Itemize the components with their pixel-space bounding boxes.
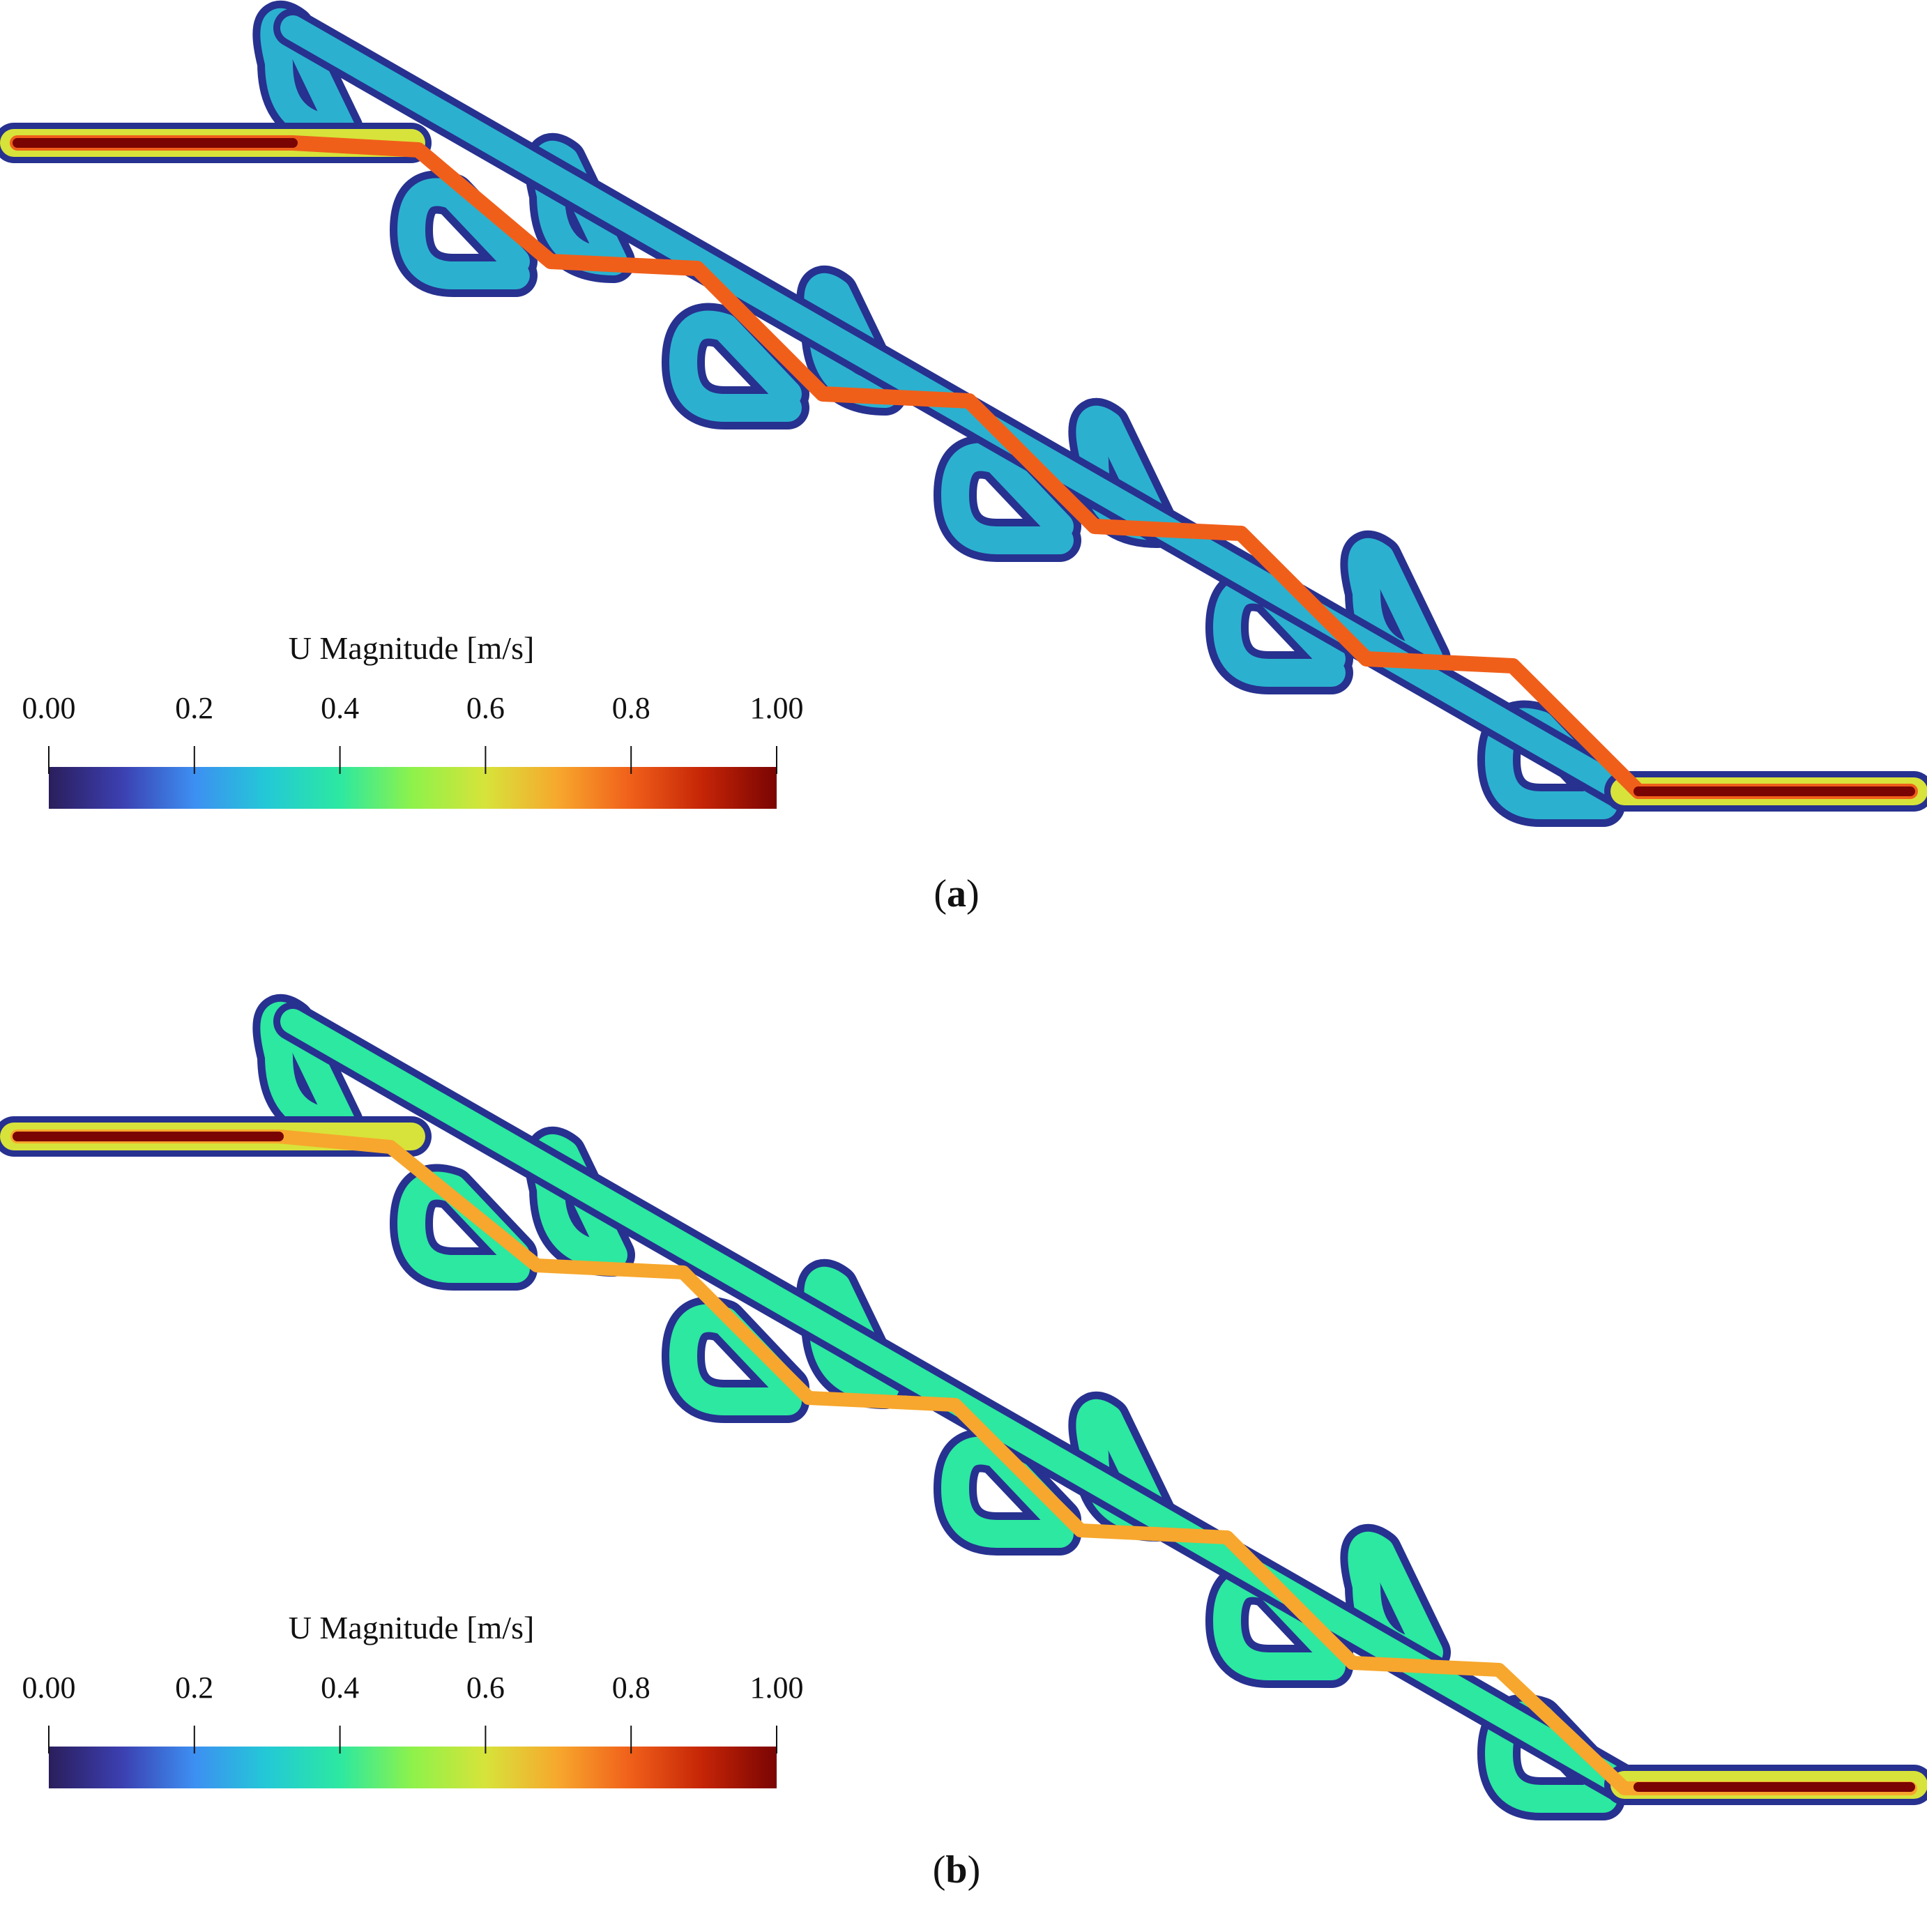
colorbar-b: U Magnitude [m/s] 0.00 0.2 0.4 0.6 0.8 1.00 [22, 1610, 804, 1788]
channel-geometry [0, 1, 1927, 827]
colorbar-a: U Magnitude [m/s] 0.00 0.2 0.4 0.6 0.8 1.00 [22, 630, 804, 809]
colorbar-tick-label: 1.00 [750, 1671, 804, 1705]
lower-lobes [390, 1164, 1625, 1820]
colorbar-title: U Magnitude [m/s] [289, 630, 535, 666]
colorbar-tick-label: 1.00 [750, 691, 804, 725]
colorbar-tick-label: 0.8 [612, 691, 650, 725]
high-velocity-core [10, 135, 1918, 799]
colorbar-tick-label: 0.6 [466, 691, 505, 725]
channel-geometry [0, 994, 1927, 1820]
colorbar-gradient-bar [49, 767, 777, 809]
colorbar-ticks: 0.00 0.2 0.4 0.6 0.8 1.00 [22, 691, 804, 774]
panel-a: U Magnitude [m/s] 0.00 0.2 0.4 0.6 0.8 1.00 (… [0, 1, 1927, 915]
caption-letter: a [947, 872, 966, 915]
colorbar-ticks: 0.00 0.2 0.4 0.6 0.8 1.00 [22, 1671, 804, 1754]
colorbar-tick-label: 0.4 [321, 1671, 359, 1705]
colorbar-tick-label: 0.2 [175, 1671, 213, 1705]
colorbar-tick-label: 0.6 [466, 1671, 505, 1705]
colorbar-gradient-bar [49, 1747, 777, 1788]
lower-lobes [390, 170, 1625, 827]
caption-open: ( [934, 872, 947, 915]
caption-close: ) [966, 872, 980, 915]
flow-field-b: U Magnitude [m/s] 0.00 0.2 0.4 0.6 0.8 1.00 (… [0, 994, 1927, 1892]
colorbar-title: U Magnitude [m/s] [289, 1610, 535, 1645]
high-velocity-core [10, 1129, 1917, 1795]
caption-open: ( [933, 1848, 946, 1892]
panel-b: U Magnitude [m/s] 0.00 0.2 0.4 0.6 0.8 1.00 (… [0, 966, 1927, 1931]
caption-b: (b) [933, 1848, 980, 1892]
caption-letter: b [945, 1848, 967, 1892]
caption-close: ) [968, 1848, 981, 1892]
caption-a: (a) [934, 872, 979, 915]
colorbar-tick-label: 0.8 [612, 1671, 650, 1705]
flow-field-a: U Magnitude [m/s] 0.00 0.2 0.4 0.6 0.8 1.00 (… [0, 1, 1927, 915]
colorbar-tick-label: 0.2 [175, 691, 213, 725]
colorbar-tick-label: 0.4 [321, 691, 359, 725]
colorbar-tick-label: 0.00 [22, 1671, 76, 1705]
colorbar-tick-label: 0.00 [22, 691, 76, 725]
